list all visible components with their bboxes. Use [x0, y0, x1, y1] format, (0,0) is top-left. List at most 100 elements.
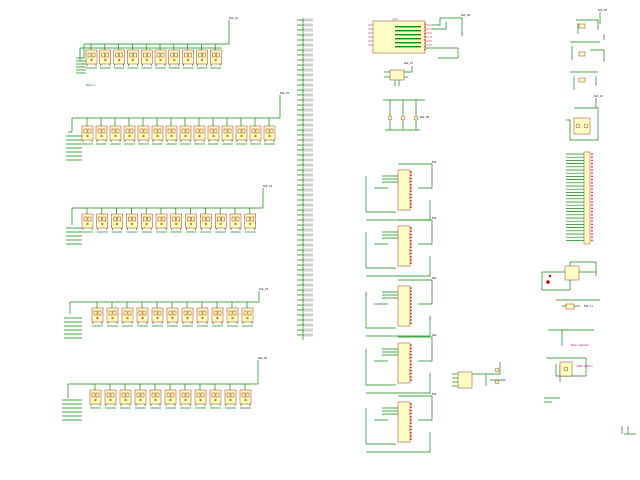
led-matrix-cell-icon[interactable] [185, 208, 197, 233]
pin-header-strip[interactable] [566, 151, 593, 245]
led-matrix-cell-icon[interactable] [151, 302, 164, 327]
led-matrix-cell-icon[interactable] [95, 118, 108, 145]
net-label-tag [304, 188, 313, 192]
led-matrix-cell-icon[interactable] [134, 384, 147, 409]
svg-text:Net_03: Net_03 [263, 184, 273, 188]
led-matrix-cell-icon[interactable] [229, 208, 242, 233]
svg-text:Net_10: Net_10 [594, 94, 604, 98]
led-matrix-cell-icon[interactable] [164, 384, 177, 409]
net-label-tag [304, 323, 313, 327]
net-label-tag [304, 303, 313, 307]
net-label-tag [304, 108, 313, 112]
connector-block [452, 362, 506, 389]
led-matrix-cell-icon[interactable] [214, 208, 227, 233]
net-label-tag [304, 283, 313, 287]
led-matrix-cell-icon[interactable] [111, 208, 123, 233]
led-matrix-cell-icon[interactable] [221, 118, 234, 145]
crystal-block: Net_07 [384, 61, 414, 86]
led-matrix-cell-icon[interactable] [170, 208, 183, 233]
svg-text:Net_08: Net_08 [420, 115, 430, 119]
switch-block[interactable]: Net_09 [570, 8, 608, 90]
led-matrix-cell-icon[interactable] [235, 118, 248, 145]
led-matrix-cell-icon[interactable] [91, 302, 104, 327]
led-matrix-cell-icon[interactable] [211, 302, 224, 327]
led-matrix-cell-icon[interactable] [154, 44, 167, 69]
led-matrix-cell-icon[interactable] [209, 384, 222, 409]
led-matrix-cell-icon[interactable] [85, 44, 98, 69]
net-label-tag [304, 123, 313, 127]
led-matrix-cell-icon[interactable] [81, 208, 94, 233]
led-matrix-cell-icon[interactable] [121, 302, 134, 327]
microcontroller[interactable]: U_MCU Net_06 [368, 13, 471, 59]
led-matrix-cell-icon[interactable] [137, 118, 150, 145]
led-matrix-cell-icon[interactable] [179, 384, 192, 409]
net-label-tag [304, 103, 313, 107]
shift-register-ic-icon[interactable]: Net [365, 160, 437, 221]
led-matrix-cell-icon[interactable] [182, 44, 194, 69]
led-matrix-cell-icon[interactable] [244, 208, 257, 233]
net-label-tag [304, 273, 313, 277]
led-matrix-cell-icon[interactable] [81, 118, 94, 145]
net-label-tag [304, 268, 313, 272]
led-matrix-cell-icon[interactable] [155, 208, 168, 233]
led-matrix-cell-icon[interactable] [207, 118, 220, 145]
led-matrix-cell-icon[interactable] [168, 44, 181, 69]
led-matrix-cell-icon[interactable] [123, 118, 136, 145]
net-label-tag [304, 198, 313, 202]
net-label-tag [304, 178, 313, 182]
led-matrix-cell-icon[interactable] [241, 302, 254, 327]
led-matrix-cell-icon[interactable] [209, 44, 222, 69]
led-matrix-cell-icon[interactable] [99, 44, 112, 69]
svg-text:Net_02: Net_02 [280, 91, 290, 95]
net-label-tag [304, 73, 313, 77]
led-matrix-cell-icon[interactable] [263, 118, 276, 145]
led-matrix-cell-icon[interactable] [224, 384, 237, 409]
led-matrix-cell-icon[interactable] [196, 44, 208, 69]
svg-text:Net_07: Net_07 [404, 61, 414, 65]
led-matrix-cell-icon[interactable] [149, 384, 162, 409]
net-label-tag [304, 233, 313, 237]
led-matrix-cell-icon[interactable] [136, 302, 149, 327]
driver-ic[interactable]: Net_10 [566, 94, 604, 141]
net-label-tag [304, 63, 313, 67]
net-label-tag [304, 43, 313, 47]
led-matrix-cell-icon[interactable] [239, 384, 252, 409]
led-matrix-cell-icon[interactable] [119, 384, 132, 409]
svg-text:Net_04: Net_04 [259, 287, 269, 291]
power-section[interactable]: Net_11 Note: regulator Note: battery [541, 261, 636, 435]
led-matrix-cell-icon[interactable] [193, 118, 206, 145]
led-matrix-cell-icon[interactable] [200, 208, 212, 233]
shift-register-ic-icon[interactable]: Net [365, 392, 437, 453]
led-matrix-cell-icon[interactable] [165, 118, 178, 145]
led-matrix-cell-icon[interactable] [89, 384, 102, 409]
net-label-tag [304, 93, 313, 97]
net-label-tag [304, 298, 313, 302]
led-matrix-cell-icon[interactable] [127, 44, 139, 69]
led-matrix-cell-icon[interactable] [104, 384, 117, 409]
shift-register-ic-icon[interactable]: Net [365, 216, 437, 277]
led-matrix-cell-icon[interactable] [166, 302, 179, 327]
led-matrix-cell-icon[interactable] [179, 118, 192, 145]
led-matrix-cell-icon[interactable] [226, 302, 239, 327]
led-matrix-cell-icon[interactable] [109, 118, 122, 145]
led-matrix-cell-icon[interactable] [140, 208, 153, 233]
led-matrix-cell-icon[interactable] [196, 302, 209, 327]
net-label-tag [304, 168, 313, 172]
net-label-tag [304, 68, 313, 72]
svg-text:Note: battery: Note: battery [577, 365, 594, 368]
net-label-tag [304, 318, 313, 322]
led-matrix-cell-icon[interactable] [96, 208, 109, 233]
led-matrix-cell-icon[interactable] [181, 302, 194, 327]
led-matrix-cell-icon[interactable] [140, 44, 153, 69]
led-matrix-cell-icon[interactable] [194, 384, 207, 409]
led-matrix-cell-icon[interactable] [126, 208, 138, 233]
led-matrix-cell-icon[interactable] [113, 44, 125, 69]
led-matrix-cell-icon[interactable] [151, 118, 164, 145]
led-matrix-cell-icon[interactable] [249, 118, 262, 145]
transistor-block: Net_08 [383, 99, 430, 131]
led-matrix-cell-icon[interactable] [106, 302, 119, 327]
shift-register-ic-icon[interactable]: Net [365, 276, 437, 337]
shift-register-ic-icon[interactable]: Net [365, 333, 437, 394]
